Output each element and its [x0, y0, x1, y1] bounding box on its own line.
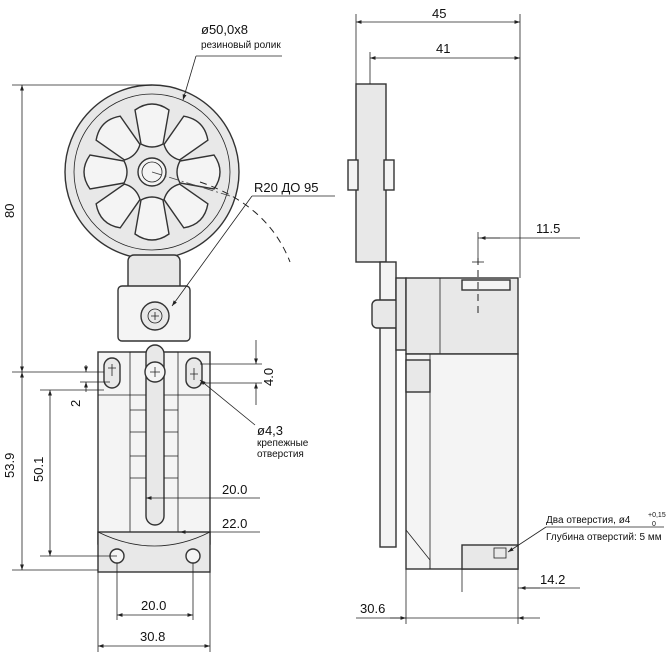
dim-30-8: 30.8 [97, 572, 211, 652]
roller-leader [182, 55, 197, 101]
dim-22-label: 22.0 [222, 516, 247, 531]
hole-note-sub1: крепежные [257, 438, 309, 449]
lever-arm [117, 254, 191, 342]
radius-note: R20 ДО 95 [254, 180, 318, 195]
hole-note-sub2: отверстия [257, 449, 304, 460]
dim-80: 80 [2, 84, 152, 373]
dim-14-2: 14.2 [461, 569, 580, 592]
dim-2-label: 2 [68, 400, 83, 407]
roller-note: ø50,0x8 [201, 22, 248, 37]
dim-11-5-label: 11.5 [536, 221, 560, 236]
radius-line [151, 171, 231, 197]
dim-20-upper-label: 20.0 [222, 482, 247, 497]
holes-note-text: Два отверстия, ø4 [546, 515, 631, 526]
dim-53-9: 53.9 [2, 372, 98, 571]
dim-11-5: 11.5 [477, 221, 580, 258]
dim-22: 22.0 [178, 516, 260, 534]
roller-cutouts [83, 103, 221, 241]
side-view: 45 41 11.5 Два отверстия, ø4 +0,15 0 Глу… [347, 6, 666, 624]
body-side [405, 258, 519, 570]
roller-wheel [64, 84, 240, 260]
dim-30-6: 30.6 [356, 569, 540, 624]
dim-50-1: 50.1 [31, 389, 117, 557]
dim-30-6-label: 30.6 [360, 601, 385, 616]
dim-20-upper: 20.0 [146, 482, 260, 500]
dim-2: 2 [68, 365, 110, 407]
roller-note-sub: резиновый ролик [201, 40, 281, 51]
dim-14-2-label: 14.2 [540, 572, 565, 587]
radius-leader [171, 195, 253, 307]
holes-tol-lower: 0 [652, 521, 656, 528]
dim-80-label: 80 [2, 204, 17, 218]
depth-note: Глубина отверстий: 5 мм [546, 531, 662, 543]
dim-20-bottom: 20.0 [116, 563, 194, 620]
dim-45-label: 45 [432, 6, 446, 21]
radius-arc [199, 181, 291, 263]
dim-53-9-label: 53.9 [2, 453, 17, 478]
roller-side [347, 83, 395, 263]
dim-50-1-label: 50.1 [31, 457, 46, 482]
front-view: ø50,0x8 резиновый ролик R20 ДО 95 ø4,3 к… [2, 22, 335, 652]
dim-41: 41 [369, 41, 520, 84]
dim-4-0-label: 4.0 [261, 368, 276, 386]
hole-note: ø4,3 [257, 423, 283, 438]
dim-20-bottom-label: 20.0 [141, 598, 166, 613]
dim-41-label: 41 [436, 41, 450, 56]
dim-30-8-label: 30.8 [140, 629, 165, 644]
dim-4-0: 4.0 [200, 340, 276, 405]
lever-side [371, 261, 407, 548]
holes-tol-upper: +0,15 [648, 512, 666, 519]
switch-body [97, 344, 211, 573]
hole-leader [199, 379, 256, 426]
holes-note: Два отверстия, ø4 +0,15 0 Глубина отверс… [507, 512, 666, 553]
